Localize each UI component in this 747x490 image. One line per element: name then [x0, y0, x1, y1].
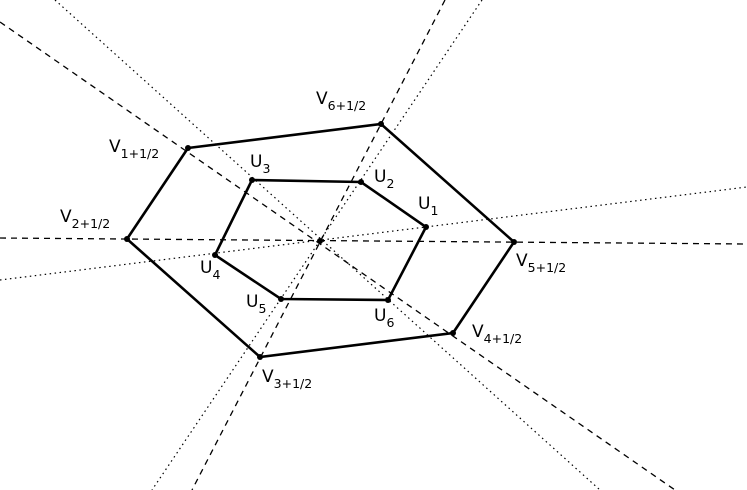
- label-u5: U5: [246, 292, 266, 316]
- vertex-dot-u2: [358, 179, 364, 185]
- vertex-dot-u5: [278, 296, 284, 302]
- label-u1: U1: [418, 194, 438, 218]
- dashed-line-v2-v5: [0, 237, 747, 245]
- vertex-dot-u1: [423, 224, 429, 230]
- label-u2: U2: [374, 167, 394, 191]
- vertex-dots: [124, 121, 517, 360]
- label-v3: V3+1/2: [262, 367, 312, 391]
- outer-vertex-labels: V1+1/2 V6+1/2 V5+1/2 V4+1/2 V3+1/2 V2+1/…: [60, 89, 566, 391]
- dotted-line-u2-u5: [151, 0, 483, 490]
- vertex-dot-v1: [185, 145, 191, 151]
- label-v2: V2+1/2: [60, 207, 110, 231]
- dotted-line-u3-u6: [54, 0, 601, 490]
- label-u3: U3: [250, 152, 270, 176]
- vertex-dot-v5: [511, 239, 517, 245]
- label-v4: V4+1/2: [472, 322, 522, 346]
- label-v1: V1+1/2: [109, 137, 159, 161]
- label-u6: U6: [374, 306, 394, 330]
- dashed-line-v1-v4: [0, 21, 676, 490]
- vertex-dot-v2: [124, 236, 130, 242]
- vertex-dot-v6: [378, 121, 384, 127]
- center-point: [317, 238, 323, 244]
- vertex-dot-u4: [212, 252, 218, 258]
- vertex-dot-u6: [385, 297, 391, 303]
- vertex-dot-v4: [450, 330, 456, 336]
- inner-vertex-labels: U3 U2 U1 U6 U5 U4: [200, 152, 438, 330]
- label-u4: U4: [200, 258, 220, 282]
- vertex-dot-u3: [249, 177, 255, 183]
- dashed-line-v6-v3: [191, 0, 446, 490]
- dotted-line-u4-u1: [0, 186, 747, 281]
- label-v5: V5+1/2: [516, 251, 566, 275]
- label-v6: V6+1/2: [316, 89, 366, 113]
- vertex-dot-v3: [257, 354, 263, 360]
